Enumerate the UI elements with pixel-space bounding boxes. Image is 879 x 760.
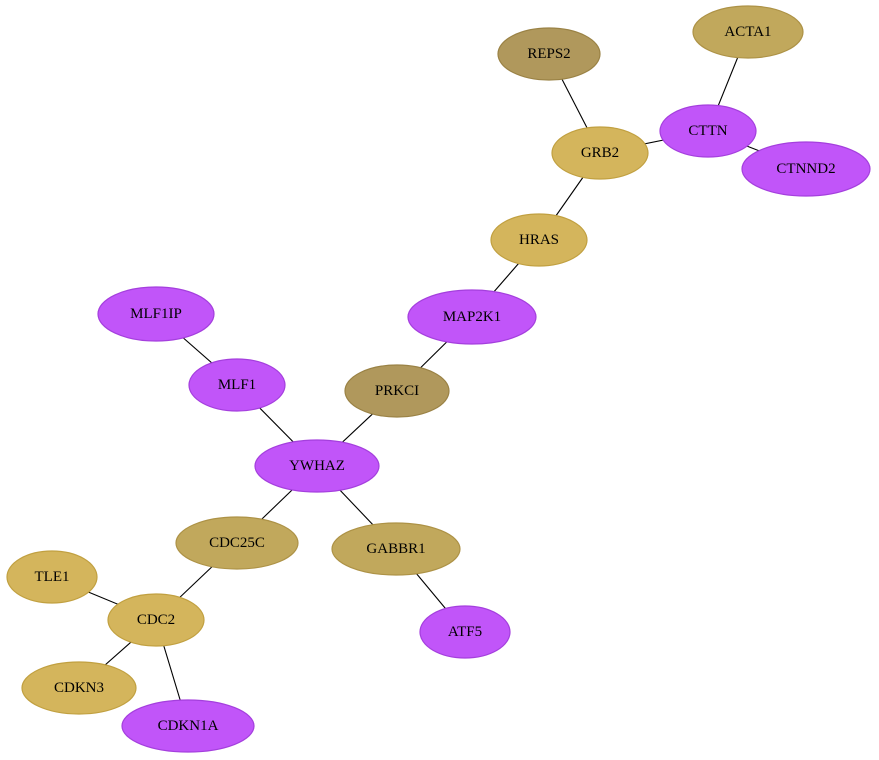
node-label: CDC2: [137, 612, 175, 628]
node-cttn: CTTN: [659, 104, 757, 158]
node-cdc2: CDC2: [107, 593, 205, 647]
node-gabbr1: GABBR1: [331, 522, 461, 576]
node-ellipse: [97, 286, 215, 342]
node-ellipse: [659, 104, 757, 158]
node-label: ACTA1: [724, 24, 771, 40]
node-map2k1: MAP2K1: [407, 289, 537, 345]
node-ellipse: [551, 126, 649, 180]
node-label: PRKCI: [375, 383, 419, 399]
node-ellipse: [121, 699, 255, 753]
node-label: CTTN: [688, 123, 727, 139]
node-ellipse: [344, 364, 450, 418]
node-label: MLF1: [218, 377, 256, 393]
node-hras: HRAS: [490, 213, 588, 267]
node-ellipse: [254, 439, 380, 493]
node-cdkn1a: CDKN1A: [121, 699, 255, 753]
node-ellipse: [497, 27, 601, 81]
node-ellipse: [6, 550, 98, 604]
node-label: GABBR1: [366, 541, 425, 557]
node-ellipse: [175, 516, 299, 570]
node-mlf1ip: MLF1IP: [97, 286, 215, 342]
node-ellipse: [407, 289, 537, 345]
node-ywhaz: YWHAZ: [254, 439, 380, 493]
node-ellipse: [692, 5, 804, 59]
node-cdkn3: CDKN3: [21, 661, 137, 715]
node-ellipse: [490, 213, 588, 267]
node-reps2: REPS2: [497, 27, 601, 81]
node-tle1: TLE1: [6, 550, 98, 604]
node-ctnnd2: CTNND2: [741, 141, 871, 197]
node-label: TLE1: [35, 569, 70, 585]
node-label: REPS2: [527, 46, 570, 62]
node-label: CTNND2: [776, 161, 835, 177]
node-label: ATF5: [448, 624, 482, 640]
node-label: MAP2K1: [443, 309, 501, 325]
node-prkci: PRKCI: [344, 364, 450, 418]
node-ellipse: [741, 141, 871, 197]
node-acta1: ACTA1: [692, 5, 804, 59]
node-ellipse: [21, 661, 137, 715]
node-label: YWHAZ: [289, 458, 345, 474]
node-label: HRAS: [519, 232, 559, 248]
node-label: CDKN1A: [158, 718, 219, 734]
node-ellipse: [331, 522, 461, 576]
node-grb2: GRB2: [551, 126, 649, 180]
node-ellipse: [107, 593, 205, 647]
node-atf5: ATF5: [419, 605, 511, 659]
node-cdc25c: CDC25C: [175, 516, 299, 570]
node-ellipse: [188, 358, 286, 412]
node-label: CDC25C: [209, 535, 265, 551]
node-label: MLF1IP: [130, 306, 182, 322]
node-mlf1: MLF1: [188, 358, 286, 412]
node-label: GRB2: [581, 145, 619, 161]
node-label: CDKN3: [54, 680, 104, 696]
node-ellipse: [419, 605, 511, 659]
